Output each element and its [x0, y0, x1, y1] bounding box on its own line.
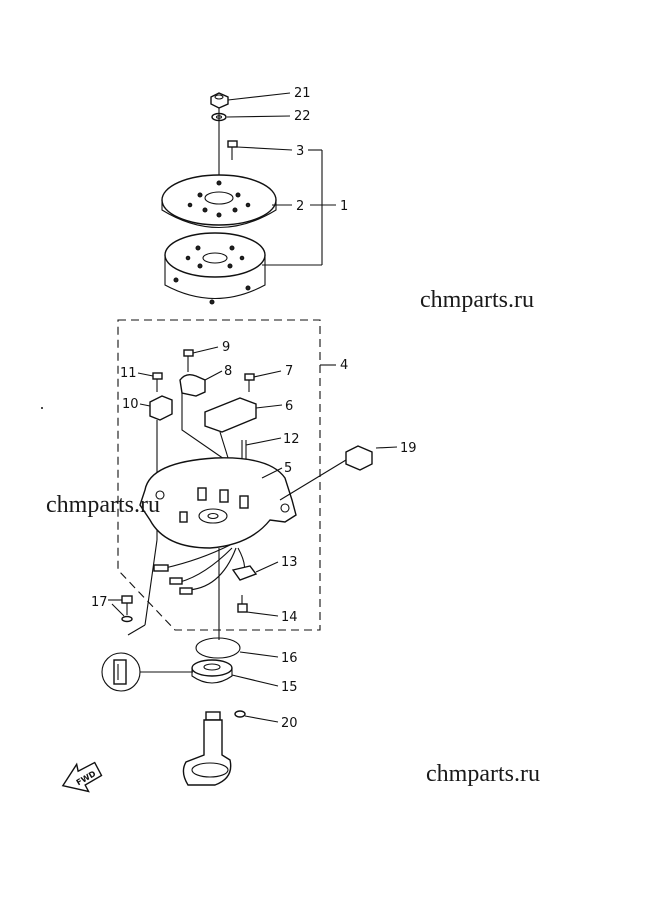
cdi-unit-19 [345, 445, 373, 471]
part-number-11: 11 [120, 366, 137, 381]
clamp-13 [231, 565, 258, 581]
screw-11 [152, 372, 163, 392]
screw-17 [121, 595, 133, 623]
part-number-1: 1 [340, 199, 348, 214]
bolt-3 [227, 140, 238, 160]
part-number-13: 13 [281, 555, 298, 570]
watermark-middle-left: chmparts.ru [46, 492, 160, 518]
flywheel-1 [164, 232, 266, 305]
part-number-21: 21 [294, 86, 311, 101]
part-number-15: 15 [281, 680, 298, 695]
wire-harness [153, 544, 246, 595]
base-plate-5 [139, 457, 297, 549]
part-number-17: 17 [91, 595, 108, 610]
part-number-20: 20 [281, 716, 298, 731]
part-number-5: 5 [284, 461, 292, 476]
shaft [182, 711, 232, 786]
pin-20 [234, 710, 246, 718]
part-number-22: 22 [294, 109, 311, 124]
part-number-6: 6 [285, 399, 293, 414]
watermark-bottom-right: chmparts.ru [426, 761, 540, 787]
screw-9 [183, 349, 194, 372]
part-number-8: 8 [224, 364, 232, 379]
pulser-coil-8 [179, 373, 241, 471]
part-number-19: 19 [400, 441, 417, 456]
part-number-4: 4 [340, 358, 348, 373]
starter-pulley-2 [161, 174, 277, 229]
screw-7 [244, 373, 255, 392]
part-number-10: 10 [122, 397, 139, 412]
watermark-top-right: chmparts.ru [420, 287, 534, 313]
part-number-3: 3 [296, 144, 304, 159]
part-number-2: 2 [296, 199, 304, 214]
screw-14 [237, 595, 248, 613]
part-number-14: 14 [281, 610, 298, 625]
fwd-arrow-icon: FWD [61, 761, 103, 793]
part-number-16: 16 [281, 651, 298, 666]
oring-16 [195, 637, 241, 659]
part-number-7: 7 [285, 364, 293, 379]
assembly-box-4 [117, 319, 321, 631]
part-number-9: 9 [222, 340, 230, 355]
nut-21 [210, 92, 229, 109]
bearing-15 [191, 659, 233, 684]
detail-circle [101, 652, 141, 692]
part-number-12: 12 [283, 432, 300, 447]
